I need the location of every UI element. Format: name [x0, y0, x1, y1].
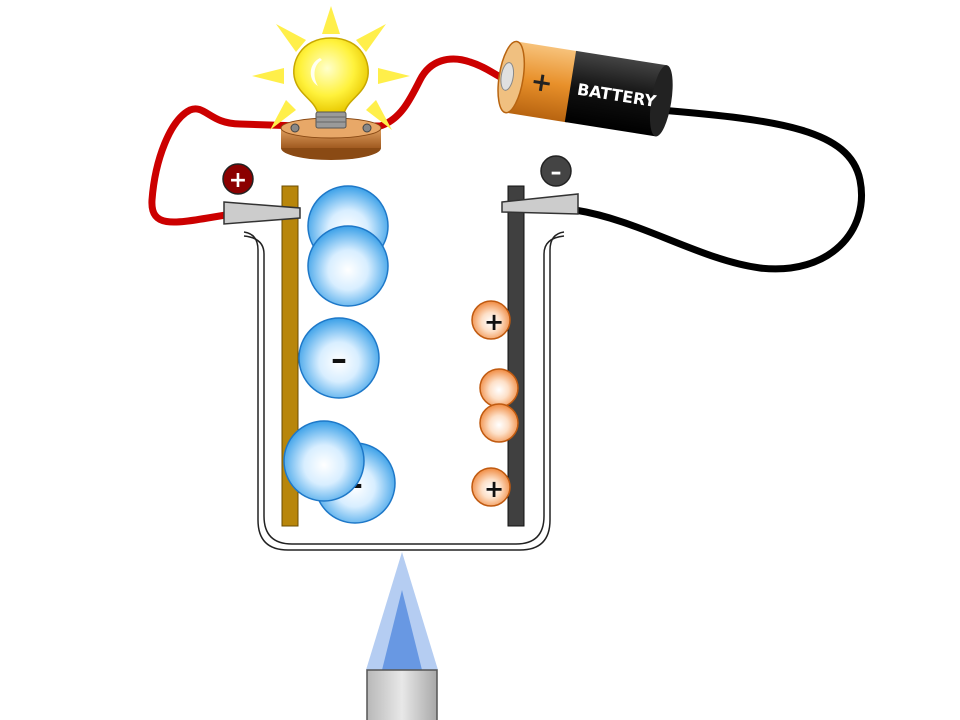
cation: + — [471, 300, 511, 340]
negative-wire — [571, 106, 865, 273]
cation: + — [471, 467, 511, 507]
anion: – — [298, 317, 380, 399]
negative-clip — [501, 193, 579, 215]
cation — [479, 368, 519, 408]
cathode-electrode — [507, 185, 525, 527]
cation — [479, 403, 519, 443]
flame-icon — [366, 552, 438, 670]
anion — [283, 420, 365, 502]
positive-terminal-sign: + — [229, 168, 247, 193]
negative-terminal-sign: – — [551, 160, 562, 185]
positive-terminal-badge: + — [222, 163, 254, 195]
positive-wire — [148, 55, 514, 226]
positive-clip — [223, 201, 301, 225]
beaker — [243, 231, 565, 551]
anion — [307, 225, 389, 307]
anion-group: – – — [283, 185, 396, 524]
cation-label: + — [484, 475, 504, 503]
battery-plus-sign: + — [529, 66, 555, 99]
light-bulb-icon — [293, 37, 369, 129]
bunsen-burner — [366, 669, 438, 720]
anion-label: – — [331, 340, 347, 378]
cation-label: + — [484, 308, 504, 336]
cation-group: + + — [471, 300, 519, 507]
battery-icon: + BATTERY — [497, 40, 673, 137]
negative-terminal-badge: – — [540, 155, 572, 187]
